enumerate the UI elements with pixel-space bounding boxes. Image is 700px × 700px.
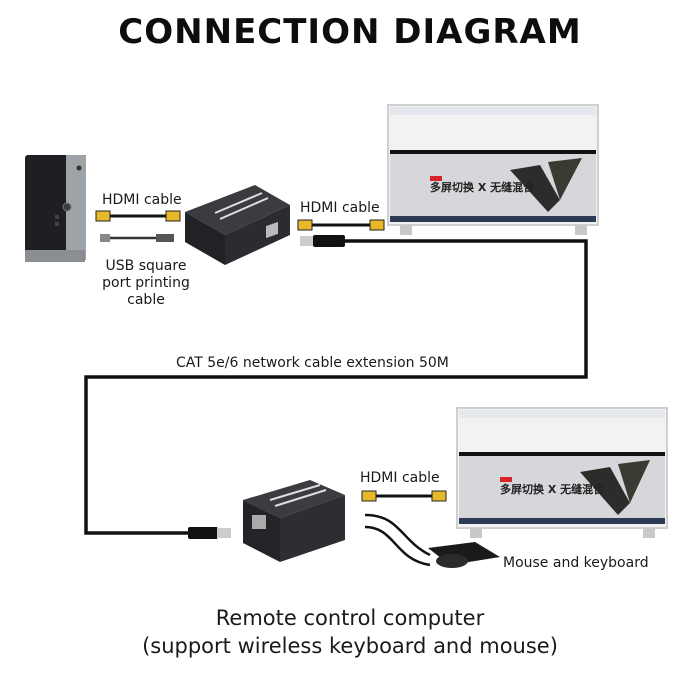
label-hdmi-cable-left: HDMI cable [102,192,182,208]
transmitter-device-icon [185,185,290,265]
label-network-cable: CAT 5e/6 network cable extension 50M [176,355,449,371]
label-mouse-keyboard: Mouse and keyboard [503,555,649,571]
diagram-title: CONNECTION DIAGRAM [118,12,582,52]
monitor-bottom-banner: 多屏切换 X 无缝混合 [500,482,605,496]
label-usb-line2: port printing [102,275,190,291]
receiver-device-icon [243,480,345,562]
label-hdmi-cable-receiver: HDMI cable [360,470,440,486]
hdmi-cable-right-icon [297,219,385,231]
pc-tower-icon [25,155,86,262]
rj45-connector-top-icon [300,235,345,247]
mouse-icon [436,554,468,568]
rj45-connector-bottom-icon [188,527,231,539]
network-cable [84,239,588,535]
footer-line1: Remote control computer [215,606,485,630]
label-hdmi-cable-right: HDMI cable [300,200,380,216]
hdmi-cable-left-icon [95,210,181,222]
ps2-cables-icon [364,513,431,567]
hdmi-cable-receiver-icon [361,490,447,502]
monitor-top-icon [387,104,599,235]
usb-cable-icon [100,234,174,242]
monitor-top-banner: 多屏切换 X 无缝混合 [430,180,535,194]
monitor-bottom-icon [456,407,668,538]
label-usb-cable: USB square port printing cable [92,258,200,309]
label-usb-line1: USB square [105,258,187,274]
label-usb-line3: cable [127,292,165,308]
footer-line2: (support wireless keyboard and mouse) [142,634,558,658]
